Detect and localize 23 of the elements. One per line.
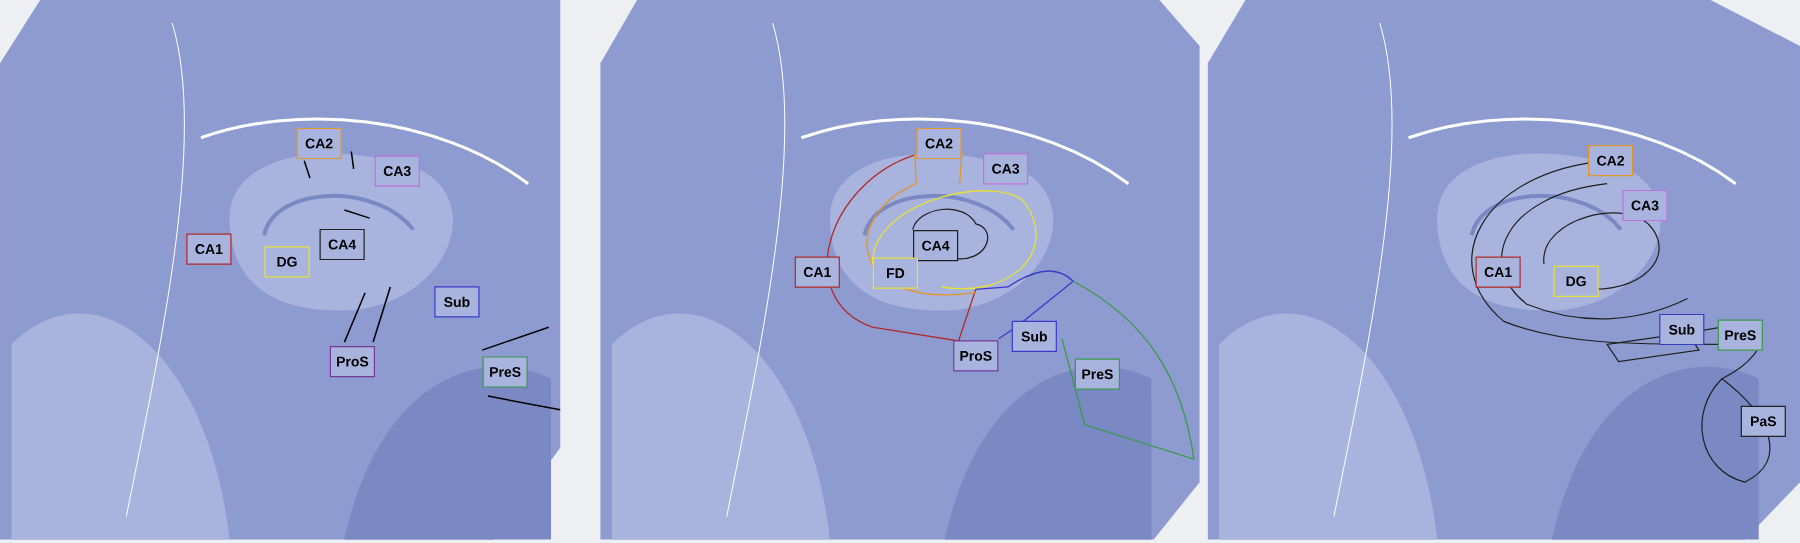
region-label: CA1 xyxy=(794,256,840,288)
region-label: CA2 xyxy=(296,127,342,160)
region-label: CA3 xyxy=(983,153,1029,185)
region-label: ProS xyxy=(329,346,376,378)
region-label: PreS xyxy=(482,356,528,388)
region-label: CA4 xyxy=(319,228,365,261)
region-label: PaS xyxy=(1740,405,1786,437)
region-label: Sub xyxy=(1011,320,1057,352)
region-label: PreS xyxy=(1074,358,1120,390)
region-label: DG xyxy=(1553,265,1599,297)
region-label: CA1 xyxy=(186,233,232,265)
region-label: CA4 xyxy=(913,230,959,262)
region-label: CA3 xyxy=(374,155,420,187)
region-label: PreS xyxy=(1717,319,1763,351)
region-label: CA2 xyxy=(1588,145,1634,177)
region-label: ProS xyxy=(953,340,999,372)
region-label: CA3 xyxy=(1622,189,1668,222)
region-label: Sub xyxy=(1659,313,1705,346)
region-label: CA2 xyxy=(916,127,962,160)
region-label: DG xyxy=(264,246,310,278)
region-label: Sub xyxy=(434,286,480,318)
region-label: CA1 xyxy=(1475,256,1521,288)
region-label: FD xyxy=(872,257,918,289)
